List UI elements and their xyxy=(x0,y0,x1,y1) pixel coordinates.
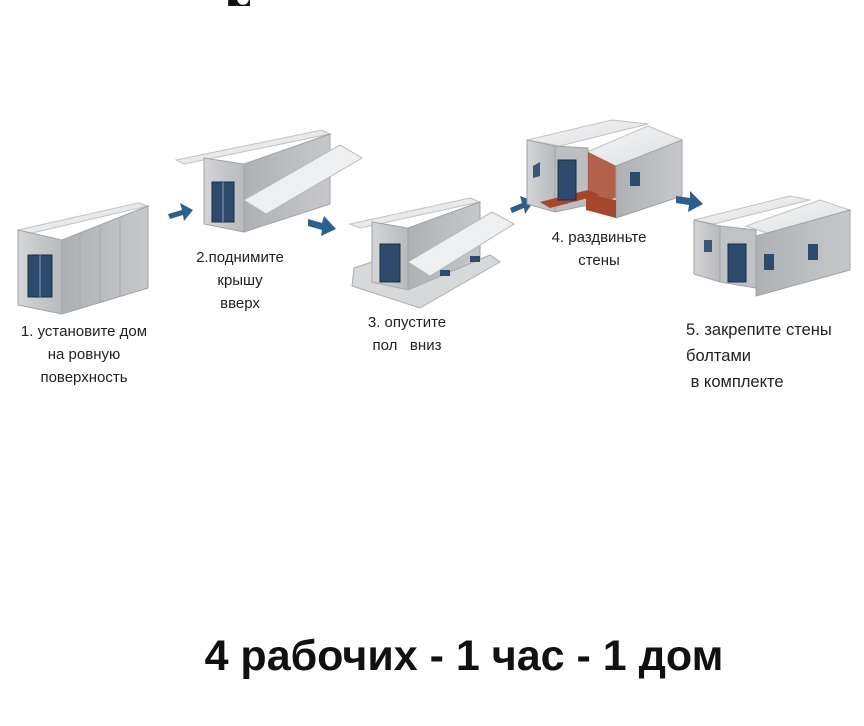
step-2-line-1: 2.поднимите xyxy=(196,249,284,266)
step-1-line-3: поверхность xyxy=(40,369,128,386)
footer-title-text: 4 рабочих - 1 час - 1 дом xyxy=(204,632,724,680)
step-1-caption: 1. установите дом на ровную поверхность xyxy=(8,320,160,389)
house-step-1 xyxy=(16,202,150,315)
house-step-2 xyxy=(174,129,363,233)
arrow-icon xyxy=(168,203,193,221)
step-4-line-2: стены xyxy=(578,252,620,269)
step-3-line-1: 3. опустите xyxy=(367,314,447,331)
step-2-line-2: крышу xyxy=(217,272,263,289)
step-1-line-2: на ровную xyxy=(47,346,121,363)
step-4-caption: 4. раздвиньте стены xyxy=(538,226,660,272)
arrow-icon xyxy=(308,216,336,236)
footer-title: 4 рабочих - 1 час - 1 дом xyxy=(0,632,864,681)
house-step-5 xyxy=(693,195,852,297)
step-3-caption: 3. опустите пол вниз xyxy=(346,311,468,357)
cropped-heading-glyph: р xyxy=(224,0,250,6)
house-step-3 xyxy=(348,197,515,309)
step-2-caption: 2.поднимите крышу вверх xyxy=(178,246,302,315)
step-5-line-1: 5. закрепите стены xyxy=(686,321,832,339)
step-5-caption: 5. закрепите стены болтами в комплекте xyxy=(686,317,862,395)
step-5-line-3: в комплекте xyxy=(686,373,784,391)
step-4-line-1: 4. раздвиньте xyxy=(551,229,647,246)
step-5-line-2: болтами xyxy=(686,347,752,365)
step-3-line-2: пол вниз xyxy=(372,337,442,354)
arrow-icon xyxy=(676,191,703,212)
house-step-4 xyxy=(526,119,684,219)
step-2-line-3: вверх xyxy=(220,295,260,312)
step-1-line-1: 1. установите дом xyxy=(20,323,148,340)
